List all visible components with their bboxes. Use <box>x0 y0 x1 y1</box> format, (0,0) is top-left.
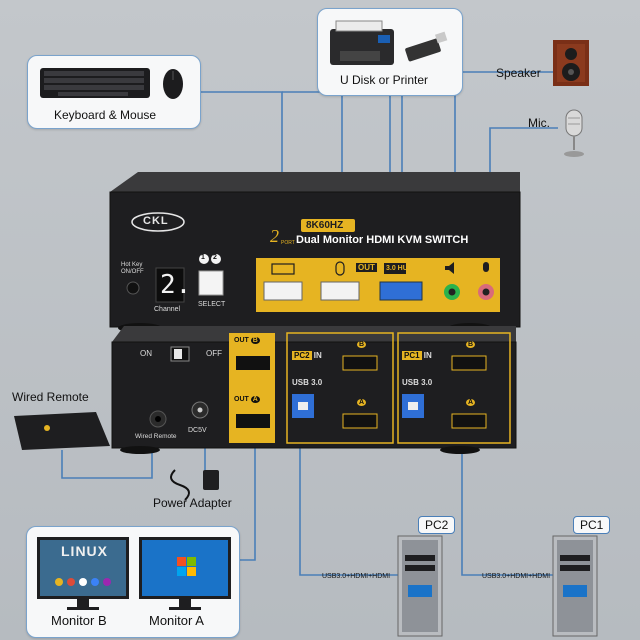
monitor-b-label: Monitor B <box>51 613 107 628</box>
port-word: PORT <box>281 240 295 246</box>
pc1-label: PC1 <box>573 516 611 534</box>
keyboard-small-icon <box>271 263 295 275</box>
wired-remote-label: Wired Remote <box>12 390 89 404</box>
hub-label: 3.0 HUB <box>386 265 413 272</box>
usb-port-mouse <box>320 281 360 301</box>
pc1-input-panel <box>397 332 511 444</box>
channel-display <box>155 267 185 303</box>
pc1-b-letter: B <box>466 341 476 348</box>
line-wired-remote <box>61 430 153 479</box>
channel-display-text: 2. <box>160 270 192 300</box>
mic-small-icon <box>483 262 489 272</box>
pc1-a-letter: A <box>466 399 476 406</box>
channel-label: Channel <box>154 306 181 313</box>
speaker-label: Speaker <box>496 66 541 80</box>
keyboard-mouse-card: Keyboard & Mouse <box>27 55 201 129</box>
mouse-small-icon <box>335 261 345 276</box>
out-b-letter: B <box>250 337 260 344</box>
usb-pc2-label: USB 3.0 <box>292 378 323 387</box>
out-label: OUT <box>356 263 377 272</box>
hdmi-out-b <box>236 356 270 370</box>
keyboard-mouse-label: Keyboard & Mouse <box>54 108 157 122</box>
on-label: ON <box>140 349 152 358</box>
out-b-label: OUT B <box>234 337 260 344</box>
wired-remote-port-label: Wired Remote <box>135 433 177 440</box>
usb-stick-icon <box>405 31 448 62</box>
monitor-a-icon <box>139 537 231 610</box>
hotkey-button <box>126 281 140 295</box>
pc2-a-letter: A <box>357 399 367 406</box>
pc2-label: PC2 <box>418 516 456 534</box>
out-a-label: OUT A <box>234 396 260 403</box>
pc2-input-panel <box>286 332 394 444</box>
select-num-1: 1 <box>201 254 205 261</box>
power-adapter-label: Power Adapter <box>153 496 232 510</box>
hotkey-onoff-label: ON/OFF <box>121 269 144 275</box>
select-label: SELECT <box>198 301 226 308</box>
monitor-b-screen-text: LINUX <box>61 543 108 559</box>
ckl-logo <box>131 212 185 232</box>
select-num-2: 2 <box>213 254 217 261</box>
pc1-in-tag: PC1 IN <box>402 351 432 360</box>
monitor-b-icon <box>37 537 129 610</box>
port-count: 2 <box>270 226 279 246</box>
cable-pc1-label: USB3.0+HDMI+HDMI <box>482 573 551 580</box>
pc2-in-tag: PC2 IN <box>292 351 322 360</box>
usb-port-keyboard <box>263 281 303 301</box>
hotkey-label: Hot Key <box>121 262 143 268</box>
pc2-b-letter: B <box>357 341 367 348</box>
usb-port-hub <box>379 281 423 301</box>
printer-icon <box>330 20 448 65</box>
off-label: OFF <box>206 349 222 358</box>
mouse-icon <box>163 69 183 99</box>
udisk-printer-label: U Disk or Printer <box>340 73 429 87</box>
out-a-letter: A <box>250 396 260 403</box>
speaker-small-icon <box>445 262 454 274</box>
usb-pc1-label: USB 3.0 <box>402 378 433 387</box>
brand-text: CKL <box>143 215 169 227</box>
udisk-printer-card: U Disk or Printer <box>317 8 463 96</box>
monitors-drawing <box>37 537 231 610</box>
mic-label: Mic. <box>528 116 550 130</box>
cable-pc2-label: USB3.0+HDMI+HDMI <box>322 573 391 580</box>
select-button <box>198 270 224 296</box>
keyboard-icon <box>40 68 183 99</box>
product-title: Dual Monitor HDMI KVM SWITCH <box>296 234 469 246</box>
resolution-badge <box>301 219 355 232</box>
monitor-a-label: Monitor A <box>149 613 204 628</box>
monitors-card: LINUX Monitor B Monitor A <box>26 526 240 638</box>
hdmi-out-a <box>236 414 270 428</box>
resolution-badge-text: 8K60HZ <box>306 220 344 231</box>
dc-label: DC5V <box>188 427 207 434</box>
